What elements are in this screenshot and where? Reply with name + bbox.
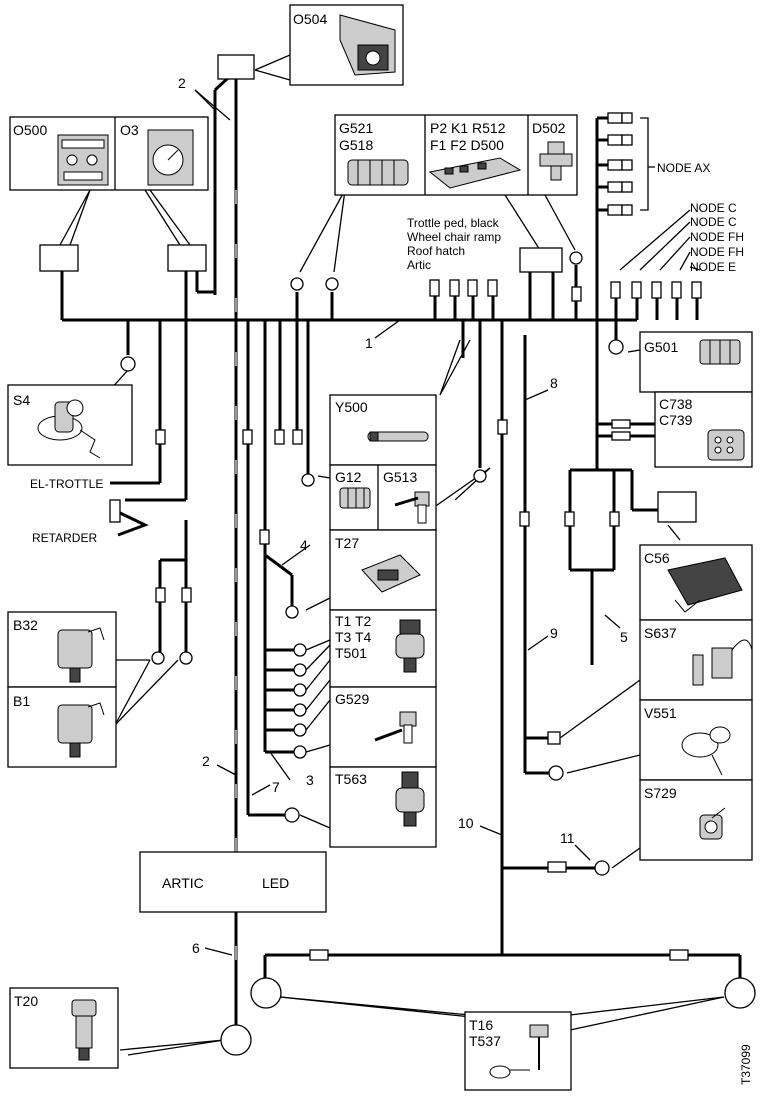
- label-artic: ARTIC: [162, 875, 204, 891]
- label-t563: T563: [335, 771, 367, 787]
- label-c56: C56: [644, 550, 670, 566]
- t501-pressure-sensor-icon: [395, 619, 425, 673]
- label-roof-hatch: Roof hatch: [407, 244, 465, 258]
- wire-number-3: 3: [306, 772, 314, 788]
- label-s729: S729: [644, 785, 677, 801]
- t563-sensor-icon: [395, 771, 425, 827]
- label-g12: G12: [335, 469, 362, 485]
- o3-gauge-icon: [147, 129, 194, 186]
- label-t3-t4: T3 T4: [335, 629, 372, 645]
- g12-relay-icon: [339, 487, 371, 509]
- label-led: LED: [262, 875, 289, 891]
- label-wheel-chair-ramp: Wheel chair ramp: [407, 230, 501, 244]
- g521-relay-icon: [347, 159, 409, 186]
- wire-number-11: 11: [560, 830, 575, 846]
- wire-number-6: 6: [192, 940, 200, 956]
- label-o504: O504: [293, 11, 327, 27]
- label-o500: O500: [13, 122, 47, 138]
- s637-switch-icon: [692, 639, 753, 686]
- label-node-e: NODE E: [690, 260, 736, 274]
- text-labels: O504 O500 O3 G521 G518 P2 K1 R512 F1 F2 …: [13, 11, 753, 1085]
- label-node-c-1: NODE C: [690, 201, 737, 215]
- g529-ground-icon: [374, 711, 417, 744]
- label-s637: S637: [644, 625, 677, 641]
- s4-key-switch-icon: [37, 399, 101, 459]
- leader-lines: [59, 54, 725, 1056]
- t20-sensor-icon: [71, 999, 97, 1061]
- label-g529: G529: [335, 691, 369, 707]
- label-t27: T27: [335, 535, 359, 551]
- label-c738: C738: [659, 396, 693, 412]
- wire-number-1: 1: [365, 335, 373, 351]
- wire-number-2-bottom: 2: [202, 753, 210, 769]
- label-artic-small: Artic: [407, 258, 431, 272]
- g513-ground-icon: [394, 491, 430, 524]
- figure-id: T37099: [739, 1044, 753, 1085]
- component-boxes: [7, 4, 753, 1091]
- c56-control-unit-icon: [667, 557, 743, 613]
- wire-number-9: 9: [550, 625, 558, 641]
- label-f1-f2-d500: F1 F2 D500: [430, 137, 504, 153]
- label-g513: G513: [383, 469, 417, 485]
- terminals: [120, 251, 756, 1056]
- o504-module-icon: [339, 14, 396, 76]
- g501-relay-icon: [699, 339, 741, 365]
- label-t501: T501: [335, 645, 367, 661]
- label-b1: B1: [13, 693, 30, 709]
- label-v551: V551: [644, 705, 677, 721]
- label-node-fh-2: NODE FH: [690, 245, 744, 259]
- t27-connector-icon: [361, 554, 421, 593]
- label-o3: O3: [120, 122, 139, 138]
- label-node-ax: NODE AX: [657, 161, 710, 175]
- label-t1-t2: T1 T2: [335, 613, 372, 629]
- label-t16: T16: [469, 1017, 493, 1033]
- wire-number-2-top: 2: [178, 75, 186, 91]
- label-p2-k1-r512: P2 K1 R512: [430, 120, 506, 136]
- label-g501: G501: [644, 339, 678, 355]
- wire-number-4: 4: [300, 537, 308, 553]
- label-s4: S4: [13, 392, 30, 408]
- b1-solenoid-icon: [57, 702, 105, 758]
- label-g521: G521: [339, 120, 373, 136]
- label-y500: Y500: [335, 399, 368, 415]
- connectors: [39, 54, 702, 961]
- c738-connector-icon: [707, 429, 745, 461]
- label-d502: D502: [532, 120, 566, 136]
- relay-board-icon: [428, 157, 522, 189]
- v551-valve-icon: [681, 726, 731, 776]
- label-c739: C739: [659, 412, 693, 428]
- label-el-trottle: EL-TROTTLE: [30, 477, 103, 491]
- component-pictograms: [37, 14, 753, 1079]
- b32-solenoid-icon: [57, 627, 105, 683]
- d502-sensor-icon: [539, 141, 573, 181]
- wire-number-10: 10: [458, 815, 474, 831]
- o500-panel-icon: [57, 134, 109, 186]
- wire-number-5: 5: [620, 629, 628, 645]
- label-t537: T537: [469, 1033, 501, 1049]
- label-retarder: RETARDER: [32, 531, 97, 545]
- label-trottle-ped: Trottle ped, black: [407, 216, 500, 230]
- t16-level-sensor-icon: [489, 1024, 549, 1079]
- wire-number-7: 7: [272, 779, 280, 795]
- y500-valve-icon: [367, 431, 429, 442]
- wire-number-8: 8: [550, 375, 558, 391]
- label-b32: B32: [13, 617, 38, 633]
- label-node-fh-1: NODE FH: [690, 230, 744, 244]
- label-t20: T20: [14, 993, 38, 1009]
- label-node-c-2: NODE C: [690, 215, 737, 229]
- label-g518: G518: [339, 137, 373, 153]
- s729-sensor-icon: [699, 807, 726, 840]
